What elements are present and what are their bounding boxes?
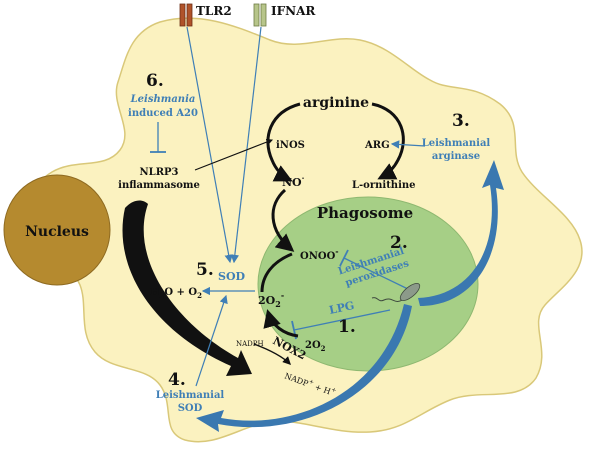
leishmania-label: Leishmania: [130, 94, 196, 105]
arginine-to-no-arrow: [266, 102, 301, 182]
inos-label: iNOS: [276, 140, 305, 151]
step-number-6: 6.: [146, 71, 164, 91]
l-ornithine-label: L-ornithine: [352, 180, 416, 191]
leishmania-parasite-icon: [371, 282, 421, 303]
nlrp3-to-inos-arrow: [194, 138, 274, 171]
water-oxygen-label: H2O + O2: [150, 287, 202, 300]
phagosome: [257, 196, 479, 372]
step-number-2: 2.: [390, 233, 408, 253]
step-number-1: 1.: [338, 317, 356, 337]
parasite-to-leishmanial-sod-arrow: [196, 304, 412, 432]
no-to-onoo-arrow: [271, 188, 295, 252]
induced-a20-label: induced A20: [128, 108, 198, 119]
step-number-5: 5.: [196, 260, 214, 280]
sod-label: SOD: [218, 270, 246, 283]
tlr2-to-sod-arrow: [186, 26, 233, 264]
nlrp3-to-nox2-big-arrow: [122, 200, 252, 376]
leishmanial-arginase-label-1: Leishmanial: [422, 138, 491, 149]
ifnar-label: IFNAR: [271, 4, 316, 18]
step-number-3: 3.: [452, 111, 470, 131]
oxygen-to-superoxide-arrow: [263, 309, 299, 338]
tlr2-label: TLR2: [196, 4, 232, 18]
step-number-4: 4.: [168, 370, 186, 390]
peroxidase-inhibition-bar: [339, 249, 349, 267]
tlr2-receptor: [179, 3, 193, 27]
arg-label: ARG: [364, 140, 390, 151]
leishmanial-sod-label-2: SOD: [178, 403, 203, 414]
ifnar-to-sod-arrow: [230, 26, 262, 264]
no-label: NO·: [282, 173, 305, 189]
nucleus-label: Nucleus: [25, 224, 89, 240]
oxygen-label: 2O2: [305, 340, 326, 353]
nucleus: [3, 174, 111, 286]
leishmanial-sod-label-1: Leishmanial: [156, 390, 225, 401]
arginine-label: arginine: [303, 95, 369, 111]
lpg-inhibition-line: [293, 309, 391, 331]
leishmanial-sod-to-sod-arrow: [195, 294, 228, 387]
phagosome-label: Phagosome: [317, 204, 413, 222]
arginase-to-arg-arrow: [390, 140, 426, 149]
parasite-to-arginase-arrow: [418, 160, 504, 306]
nadph-to-nadp-arrow: [253, 343, 291, 365]
onoo-label: ONOO-: [300, 246, 339, 262]
ifnar-receptor: [253, 3, 267, 27]
leishmanial-arginase-label-2: arginase: [432, 151, 480, 162]
peroxidase-inhibition-line: [343, 257, 411, 291]
lpg-label: LPG: [328, 299, 356, 317]
nlrp3-label-2: inflammasome: [118, 180, 200, 191]
nadph-label: NADPH: [236, 340, 264, 348]
nlrp3-label-1: NLRP3: [140, 167, 179, 178]
arginine-to-ornithine-arrow: [371, 102, 405, 180]
superoxide-label: 2O2-: [258, 290, 284, 309]
superoxide-to-onoo-arrow: [260, 252, 293, 293]
